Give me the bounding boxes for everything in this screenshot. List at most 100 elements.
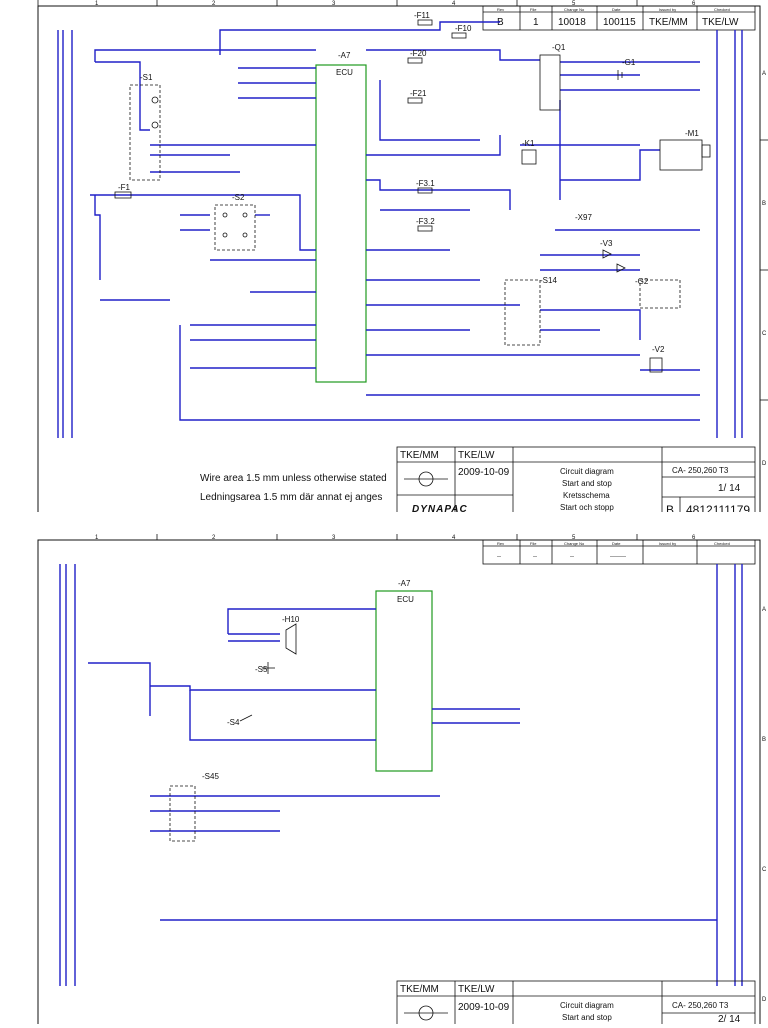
component-g2-alternator (639, 279, 681, 309)
component-label: -F3.1 (416, 179, 435, 188)
title-block (396, 446, 756, 512)
component-label: -F21 (410, 89, 427, 98)
column-label: 3 (332, 535, 336, 541)
revision-value: -- (497, 554, 501, 560)
component-h10-buzzer (285, 623, 297, 655)
component-label: -F11 (414, 11, 430, 20)
wiring (88, 608, 717, 921)
component-label: -G2 (635, 277, 649, 286)
component-s5 (262, 662, 275, 674)
component-v3-diodes (602, 249, 626, 273)
column-label: 2 (212, 535, 216, 541)
component-label: -S14 (540, 276, 557, 285)
revision-value: TKE/LW (702, 17, 739, 28)
component-label: -F3.2 (416, 217, 435, 226)
power-bus-lines (59, 564, 743, 986)
component-label: -G1 (622, 58, 636, 67)
revision-value: 1 (533, 17, 539, 28)
revision-header: Checked (714, 7, 730, 12)
checked-by: TKE/LW (458, 984, 495, 995)
title-block (396, 980, 756, 1024)
column-label: 5 (572, 535, 576, 541)
wiring-right (366, 49, 700, 396)
revision-header: Change No (564, 7, 585, 12)
column-ticks (156, 0, 638, 6)
revision-header: Issued by (659, 7, 676, 12)
ecu-ref: -A7 (398, 579, 411, 588)
component-label: -S45 (202, 772, 219, 781)
row-label: B (762, 737, 766, 743)
component-s2 (214, 204, 256, 251)
row-label: A (762, 607, 766, 613)
component-label: -F20 (410, 49, 427, 58)
sheet-number: 1/ 14 (718, 483, 741, 494)
title-sv-2: Start och stopp (560, 503, 614, 512)
row-label: C (762, 867, 767, 873)
component-label: -S5 (255, 665, 268, 674)
revision-value: -------- (610, 554, 626, 560)
title-sv-1: Kretsschema (563, 491, 610, 500)
revision-table (482, 5, 756, 31)
component-label: -H10 (282, 615, 300, 624)
document-number: 4812111179 (686, 503, 750, 512)
revision-header: Date (612, 7, 621, 12)
sheet-1-frame (37, 5, 761, 512)
ecu-label: ECU (336, 68, 353, 77)
power-bus-lines (57, 30, 743, 438)
revision-letter: B (666, 503, 674, 512)
column-label: 6 (692, 1, 696, 7)
column-label: 4 (452, 535, 456, 541)
title-en-1: Circuit diagram (560, 467, 614, 476)
component-label: -Q1 (552, 43, 566, 52)
component-f3-fuses (417, 187, 433, 232)
revision-table (482, 539, 756, 565)
sheet-1-drawing: 1 2 3 4 5 6 A B C D Rev File Change No D… (37, 0, 768, 512)
component-q1 (539, 54, 561, 111)
diagram-sheet-1: 1 2 3 4 5 6 A B C D Rev File Change No D… (0, 0, 768, 512)
row-label: B (762, 201, 766, 207)
title-en-2: Start and stop (562, 1013, 612, 1022)
drawn-by: TKE/MM (400, 450, 439, 461)
sheet-2-drawing: 1 2 3 4 5 6 A B C D Rev File Change No D… (37, 534, 767, 1024)
component-label: -V2 (652, 345, 665, 354)
revision-value: TKE/MM (649, 17, 688, 28)
revision-value: -- (570, 554, 574, 560)
model: CA- 250,260 T3 (672, 1001, 729, 1010)
ecu-module (375, 590, 433, 772)
ecu-label: ECU (397, 595, 414, 604)
component-label: -S4 (227, 718, 240, 727)
revision-value: B (497, 17, 504, 28)
revision-value: -- (533, 554, 537, 560)
component-s45 (169, 785, 196, 842)
column-ticks (156, 534, 638, 540)
column-label: 5 (572, 1, 576, 7)
model: CA- 250,260 T3 (672, 466, 729, 475)
drawn-by: TKE/MM (400, 984, 439, 995)
wire-note-sv: Ledningsarea 1.5 mm där annat ej anges (200, 492, 382, 503)
title-en-1: Circuit diagram (560, 1001, 614, 1010)
component-f1 (114, 191, 132, 199)
revision-header: Rev (497, 7, 504, 12)
ecu-module (315, 64, 367, 383)
revision-header: File (530, 7, 537, 12)
column-label: 4 (452, 1, 456, 7)
column-label: 1 (95, 535, 99, 541)
component-v2-valve (649, 357, 663, 373)
row-label: A (762, 71, 766, 77)
diagram-sheet-2: 1 2 3 4 5 6 A B C D Rev File Change No D… (0, 516, 768, 1028)
sheet-number: 2/ 14 (718, 1014, 741, 1024)
column-label: 1 (95, 1, 99, 7)
revision-value: 100115 (603, 17, 636, 28)
component-s14 (504, 279, 541, 346)
revision-header: Rev (497, 541, 504, 546)
component-label: -F10 (455, 24, 472, 33)
column-label: 3 (332, 1, 336, 7)
column-label: 6 (692, 535, 696, 541)
date: 2009-10-09 (458, 1002, 510, 1013)
title-en-2: Start and stop (562, 479, 612, 488)
component-m1-starter (659, 139, 711, 171)
revision-header: Checked (714, 541, 730, 546)
revision-header: Change No (564, 541, 585, 546)
component-label: -X97 (575, 213, 592, 222)
ecu-ref: -A7 (338, 51, 351, 60)
